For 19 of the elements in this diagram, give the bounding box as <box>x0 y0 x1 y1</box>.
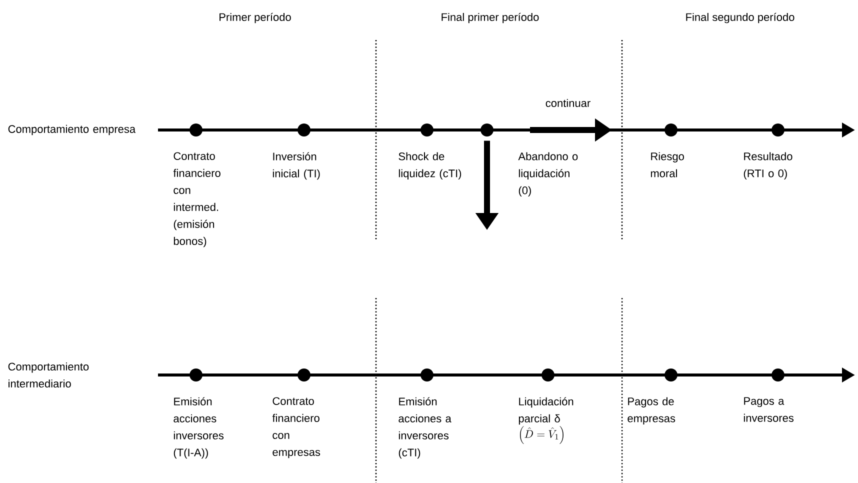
period-heading: Final primer período <box>442 12 539 24</box>
event-label: Emisión acciones a inversores (cTI) <box>398 397 452 459</box>
event-label: Riesgo moral <box>650 152 684 178</box>
event-label: Abandono o liquidación (0) <box>518 152 578 196</box>
period-heading: Primer período <box>220 12 291 24</box>
event-label: Pagos de empresas <box>628 397 676 424</box>
period-heading: Final segundo período <box>686 12 794 24</box>
arrow-label: continuar <box>546 98 590 108</box>
event-label: Contrato financiero con empresas <box>272 397 320 458</box>
event-label: Inversión inicial (TI) <box>272 152 320 180</box>
event-label: Liquidación parcial δ <box>518 397 574 425</box>
formula: $\left(\hat{D}=\hat{V}_1\right)$ <box>520 426 564 444</box>
event-label: Resultado (RTI o 0) <box>744 152 792 180</box>
row-label: Comportamiento empresa <box>8 124 136 136</box>
event-label: Contrato financiero con intermed. (emisión bonos) <box>173 152 220 248</box>
event-label: Shock de liquidez (cTI) <box>398 152 462 180</box>
event-label: Pagos a inversores <box>744 397 794 422</box>
event-label: Emisión acciones inversores (T(I-A)) <box>174 397 224 459</box>
row-label: Comportamiento intermediario <box>8 362 89 388</box>
